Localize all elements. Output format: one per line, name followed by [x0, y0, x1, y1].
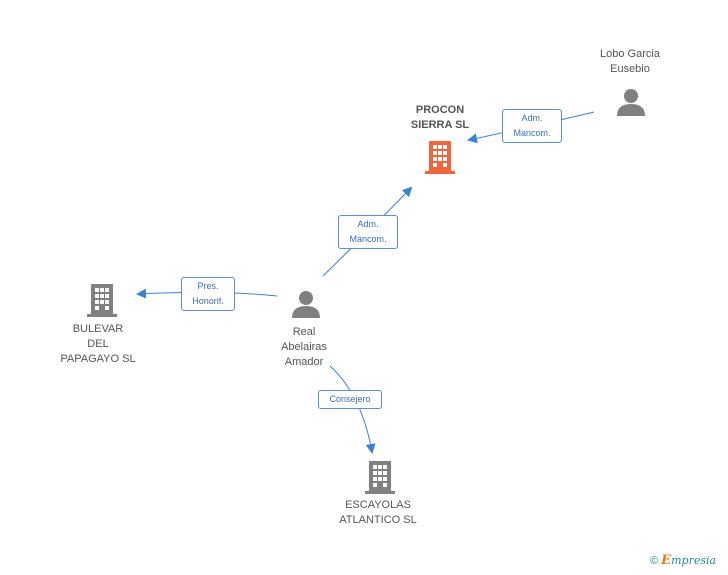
- building-icon: [87, 284, 117, 317]
- node-label: Lobo Garcia Eusebio: [600, 48, 660, 75]
- building-icon: [425, 141, 455, 174]
- node-bulevar-papagayo[interactable]: BULEVAR DEL PAPAGAYO SL: [48, 322, 148, 367]
- role-label-real-escayolas[interactable]: Consejero: [318, 390, 382, 409]
- node-label: PROCON SIERRA SL: [410, 104, 470, 131]
- brand-logo: Empresia: [661, 553, 717, 568]
- empresia-watermark: © Empresia: [650, 553, 716, 568]
- node-real-abelairas[interactable]: Real Abelairas Amador: [254, 325, 354, 370]
- role-label-real-bulevar[interactable]: Pres. Honorif.: [181, 277, 235, 311]
- role-label-lobo-procon[interactable]: Adm. Mancom.: [502, 109, 562, 143]
- node-label: ESCAYOLAS ATLANTICO SL: [339, 499, 417, 526]
- node-label: BULEVAR DEL PAPAGAYO SL: [60, 323, 136, 365]
- node-label: Real Abelairas Amador: [281, 326, 327, 368]
- building-icon: [365, 461, 395, 494]
- node-escayolas-atlantico[interactable]: ESCAYOLAS ATLANTICO SL: [328, 498, 428, 528]
- person-icon: [292, 291, 320, 318]
- node-procon-sierra[interactable]: PROCON SIERRA SL: [390, 103, 490, 133]
- edge-real-escayolas: [329, 365, 376, 454]
- copyright-icon: ©: [650, 555, 659, 567]
- role-label-real-procon[interactable]: Adm. Mancom.: [338, 215, 398, 249]
- person-icon: [617, 89, 645, 116]
- node-lobo-garcia[interactable]: Lobo Garcia Eusebio: [580, 47, 680, 77]
